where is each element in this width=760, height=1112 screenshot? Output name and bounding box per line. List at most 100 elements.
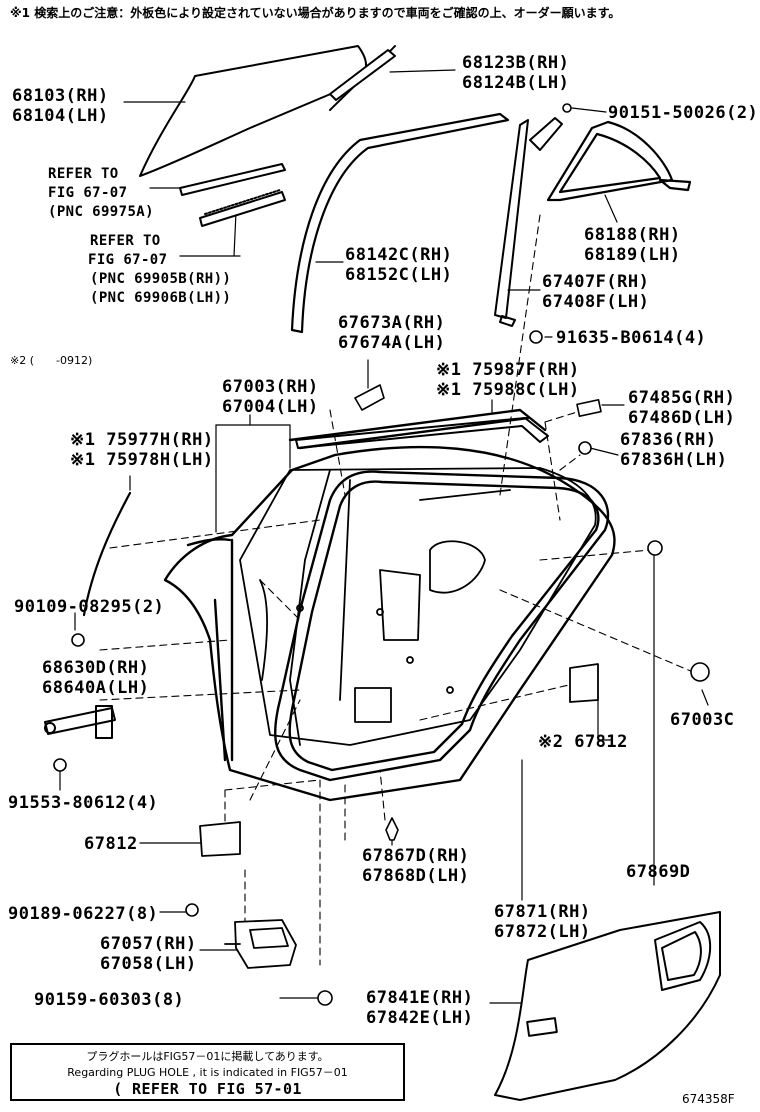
part-number: 68152C(LH) <box>345 265 453 285</box>
part-number: 67058(LH) <box>100 954 197 974</box>
part-number: ※1 75987F(RH) <box>436 360 580 380</box>
fasteners <box>53 103 710 1006</box>
refer-text: FIG 67-07 <box>48 185 128 201</box>
part-number: 68630D(RH) <box>42 658 150 678</box>
refer-text: (PNC 69975A) <box>48 204 154 220</box>
header-note: ※1 検索上のご注意：外板色により設定されていない場合がありますので車両をご確認… <box>10 6 621 20</box>
part-number: 68189(LH) <box>584 245 681 265</box>
callout-90109: 90109-08295(2) <box>14 597 164 617</box>
part-number: 67057(RH) <box>100 934 197 954</box>
part-number: 67842E(LH) <box>366 1008 474 1028</box>
refer-text: (PNC 69906B(LH)) <box>90 290 232 306</box>
door-check <box>44 705 116 739</box>
note-jp: プラグホールはFIG57－01に掲載してあります。 <box>86 1050 329 1063</box>
part-number: 67485G(RH) <box>628 388 736 408</box>
part-number: 67836H(LH) <box>620 450 728 470</box>
refer-text: REFER TO <box>48 166 119 182</box>
part-number: 91553-80612(4) <box>8 793 159 813</box>
part-number: 90189-06227(8) <box>8 904 159 924</box>
part-number: 68103(RH) <box>12 86 109 106</box>
callout-90159: 90159-60303(8) <box>34 990 184 1010</box>
callout-67836: 67836(RH) 67836H(LH) <box>620 430 727 470</box>
dashed-leaders <box>99 214 701 966</box>
callout-67871: 67871(RH) 67872(LH) <box>494 902 591 942</box>
part-number: 67872(LH) <box>494 922 591 942</box>
callout-75977: ※1 75977H(RH) ※1 75978H(LH) <box>70 430 214 470</box>
callout-67673: 67673A(RH) 67674A(LH) <box>338 313 445 353</box>
part-number: ※1 75988C(LH) <box>436 380 580 400</box>
callout-67812-pad-right: ※2 67812 <box>538 732 628 752</box>
frame-moulding <box>295 417 549 449</box>
door-weatherstrip <box>273 470 610 782</box>
callout-67812-pad-left: 67812 <box>84 834 138 854</box>
callout-67841: 67841E(RH) 67842E(LH) <box>366 988 473 1028</box>
refer-text: REFER TO <box>90 233 161 249</box>
callout-67869: 67869D <box>626 862 690 882</box>
frame-channel <box>290 112 510 334</box>
note-refer: ( REFER TO FIG 57-01 <box>113 1080 302 1098</box>
door-lock <box>224 919 297 969</box>
part-number: 67004(LH) <box>222 397 319 417</box>
refer-fig-67-07-a: REFER TO FIG 67-07 (PNC 69975A) <box>48 165 154 222</box>
callout-67485: 67485G(RH) 67486D(LH) <box>628 388 735 428</box>
part-number: 68104(LH) <box>12 106 109 126</box>
part-number: ※1 75978H(LH) <box>70 450 214 470</box>
part-number: 67812 <box>84 834 138 854</box>
part-number: ※2 67812 <box>538 732 628 752</box>
note-en: Regarding PLUG HOLE , it is indicated in… <box>67 1066 348 1079</box>
part-number: 90159-60303(8) <box>34 990 185 1010</box>
part-number: 90151-50026(2) <box>608 103 759 123</box>
part-number: 67003(RH) <box>222 377 319 397</box>
part-number: 68123B(RH) <box>462 53 570 73</box>
callout-75987: ※1 75987F(RH) ※1 75988C(LH) <box>436 360 580 400</box>
callout-91553: 91553-80612(4) <box>8 793 158 813</box>
part-number: 67408F(LH) <box>542 292 650 312</box>
callout-68630: 68630D(RH) 68640A(LH) <box>42 658 149 698</box>
vent-glass <box>546 120 692 202</box>
part-number: 67869D <box>626 862 691 882</box>
refer-fig-67-07-b: REFER TO FIG 67-07 (PNC 69905B(RH)) (PNC… <box>88 232 232 308</box>
division-bar <box>494 117 563 327</box>
refer-text: FIG 67-07 <box>88 252 168 268</box>
leader-lines <box>59 69 709 1004</box>
trim-board <box>494 911 721 1101</box>
callout-67057: 67057(RH) 67058(LH) <box>100 934 197 974</box>
part-number: 67867D(RH) <box>362 846 470 866</box>
part-number: 67868D(LH) <box>362 866 470 886</box>
part-number: 68124B(LH) <box>462 73 570 93</box>
callout-67407: 67407F(RH) 67408F(LH) <box>542 272 649 312</box>
callout-91635: 91635-B0614(4) <box>556 328 706 348</box>
callout-67003: 67003(RH) 67004(LH) <box>222 377 319 417</box>
callout-68123: 68123B(RH) 68124B(LH) <box>462 53 569 93</box>
callout-67003c: 67003C <box>670 710 734 730</box>
figure-id: 674358F <box>682 1092 735 1106</box>
refer-text: (PNC 69905B(RH)) <box>90 271 232 287</box>
plug-hole-note: プラグホールはFIG57－01に掲載してあります。 Regarding PLUG… <box>10 1043 405 1101</box>
part-number: 68188(RH) <box>584 225 681 245</box>
callout-90189: 90189-06227(8) <box>8 904 158 924</box>
part-number: 90109-08295(2) <box>14 597 165 617</box>
callout-67867: 67867D(RH) 67868D(LH) <box>362 846 469 886</box>
part-number: 67486D(LH) <box>628 408 736 428</box>
outer-strips <box>179 49 396 227</box>
callout-68188: 68188(RH) 68189(LH) <box>584 225 681 265</box>
part-number: 67407F(RH) <box>542 272 650 292</box>
part-number: 67836(RH) <box>620 430 717 450</box>
part-number: ※1 75977H(RH) <box>70 430 214 450</box>
part-number: 67674A(LH) <box>338 333 446 353</box>
part-number: 67841E(RH) <box>366 988 474 1008</box>
part-number: 67673A(RH) <box>338 313 446 333</box>
callout-68142: 68142C(RH) 68152C(LH) <box>345 245 452 285</box>
door-outer-panel <box>163 408 616 802</box>
pads <box>199 663 599 857</box>
part-number: 67871(RH) <box>494 902 591 922</box>
belt-moulding <box>82 491 132 617</box>
part-number: 68640A(LH) <box>42 678 150 698</box>
part-number: 91635-B0614(4) <box>556 328 707 348</box>
mark2-note: ※2 ( -0912) <box>10 354 93 367</box>
callout-90151: 90151-50026(2) <box>608 103 758 123</box>
callout-68103: 68103(RH) 68104(LH) <box>12 86 109 126</box>
part-number: 68142C(RH) <box>345 245 453 265</box>
